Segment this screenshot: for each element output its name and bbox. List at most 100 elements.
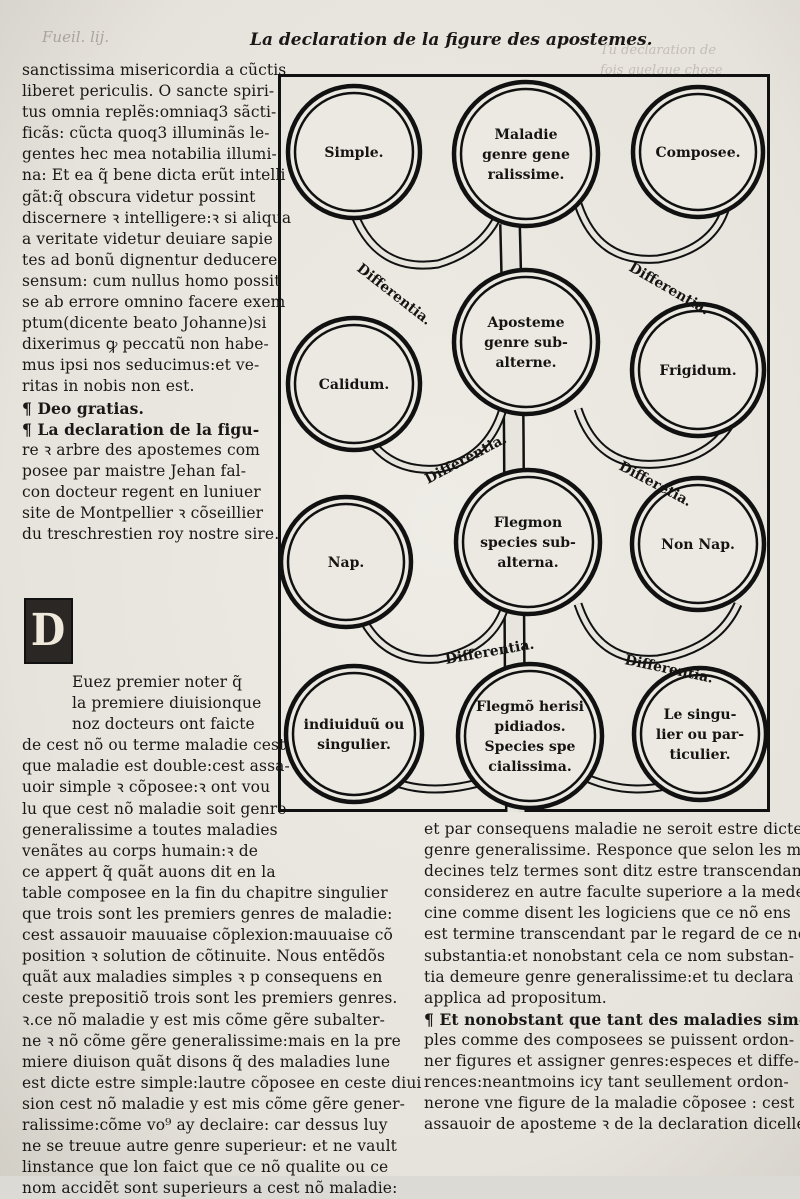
text-line: gentes hec mea notabilia illumi-: [22, 145, 277, 164]
text-line: de cest nõ ou terme maladie cest: [22, 736, 286, 755]
text-line: tes ad bonũ dignentur deducere: [22, 250, 278, 269]
node-circle-inner: [637, 309, 759, 431]
branch-arc-fill: [345, 193, 506, 268]
node-label-flegmo-herisi: Flegmõ herisi: [476, 698, 584, 715]
node-label-flegmo-herisi: Species spe: [485, 739, 576, 755]
node-circle-inner: [639, 673, 761, 795]
node-circle-inner: [638, 92, 758, 212]
node-label-nap: Nap.: [328, 555, 365, 571]
node-label-flegmo-herisi: pidiados.: [494, 719, 565, 735]
node-label-flegmon: alterna.: [497, 555, 558, 571]
text-line: uoir simple ꝛ cõposee:ꝛ ont vou: [22, 778, 271, 797]
text-line: sensum: cum nullus homo possit: [22, 271, 281, 290]
text-line: ne se treuue autre genre superieur: et n…: [22, 1137, 397, 1156]
text-line: site de Montpellier ꝛ cõseillier: [22, 503, 264, 522]
text-line: posee par maistre Jehan fal-: [22, 461, 247, 480]
node-circle-outer: [455, 661, 605, 811]
node-circle-inner: [463, 669, 597, 803]
text-line: discernere ꝛ intelligere:ꝛ si aliqua: [22, 208, 292, 227]
text-line: mus ipsi nos seducimus:et ve-: [22, 356, 260, 375]
node-circle-outer: [285, 83, 423, 221]
node-label-le-singulier: Le singu-: [664, 707, 737, 723]
text-line: ficãs: cũcta quoq3 illuminãs le-: [22, 124, 270, 143]
node-label-aposteme: alterne.: [495, 355, 556, 371]
text-line: et par consequens maladie ne seroit estr…: [424, 820, 800, 838]
text-line: est termine transcendant par le regard d…: [424, 925, 800, 944]
node-label-root: Maladie: [495, 127, 558, 143]
node-label-le-singulier: lier ou par-: [656, 727, 744, 743]
node-circle-inner: [293, 323, 415, 445]
text-line: ples comme des composees se puissent ord…: [424, 1030, 795, 1049]
text-line: con docteur regent en luniuer: [22, 482, 261, 501]
node-label-individu: singulier.: [317, 737, 391, 753]
text-line: ralissime:cõme vo⁹ ay declaire: car dess…: [22, 1115, 388, 1134]
text-line: du treschrestien roy nostre sire.: [22, 525, 280, 544]
text-line: sion cest nõ maladie y est mis cõme gẽre…: [22, 1094, 405, 1113]
node-label-flegmon: Flegmon: [494, 515, 562, 531]
text-line: re ꝛ arbre des apostemes com: [22, 440, 260, 459]
text-line: ceste prepositiõ trois sont les premiers…: [22, 989, 398, 1008]
node-circle-outer: [629, 475, 767, 613]
node-circle-inner: [637, 483, 759, 605]
text-line: table composee en la fin du chapitre sin…: [22, 883, 388, 902]
node-label-calidum: Calidum.: [319, 377, 390, 393]
text-line: genre generalissime. Responce que selon …: [424, 841, 800, 860]
node-label-root: ralissime.: [488, 167, 565, 183]
text-line: cine comme disent les logiciens que ce n…: [424, 904, 791, 923]
text-line: venãtes au corps humain:ꝛ de: [22, 841, 259, 860]
text-line: position ꝛ solution de cõtinuite. Nous e…: [22, 947, 386, 966]
node-label-frigidum: Frigidum.: [659, 363, 736, 379]
text-line: tia demeure genre generalissime:et tu de…: [424, 967, 800, 986]
text-line: tus omnia replẽs:omniaq3 sãcti-: [22, 103, 277, 122]
node-circle-outer: [283, 663, 425, 805]
text-line: gãt:q̃ obscura videtur possint: [22, 187, 256, 206]
node-label-aposteme: Aposteme: [487, 315, 565, 331]
node-circle-outer: [631, 665, 769, 803]
branch-arc-fill: [575, 602, 741, 662]
node-circle-outer: [285, 315, 423, 453]
text-line: ritas in nobis non est.: [22, 377, 195, 396]
branch-arc: [573, 602, 743, 664]
node-label-flegmo-herisi: cialissima.: [488, 759, 571, 775]
text-line: dixerimus ꝙ peccatũ non habe-: [22, 335, 269, 354]
text-line: que trois sont les premiers genres de ma…: [22, 905, 393, 924]
text-line: nom accidẽt sont superieurs a cest nõ ma…: [22, 1179, 398, 1198]
node-circle-outer: [630, 84, 766, 220]
text-line: generalissime a toutes maladies: [22, 820, 278, 839]
node-label-root: genre gene: [482, 147, 570, 163]
branch-arc-fill: [575, 198, 731, 262]
node-label-individu: indiuiduũ ou: [304, 716, 405, 733]
text-line: liberet periculis. O sancte spiri-: [22, 82, 275, 101]
node-circle-inner: [459, 87, 593, 221]
text-line: ner figures et assigner genres:especes e…: [424, 1052, 800, 1071]
node-circle-outer: [451, 79, 601, 229]
text-line: se ab errore omnino facere exem: [22, 293, 286, 312]
node-label-aposteme: genre sub-: [484, 335, 568, 351]
text-line: rences:neantmoins icy tant seullement or…: [424, 1073, 789, 1092]
node-label-le-singulier: ticulier.: [670, 747, 731, 763]
branch-arc-fill: [575, 408, 741, 467]
text-line: ptum(dicente beato Johanne)si: [22, 314, 267, 333]
node-circle-inner: [459, 275, 593, 409]
node-circle-inner: [461, 475, 595, 609]
text-line: miere diuison quãt disons q̃ des maladie…: [22, 1052, 391, 1071]
node-circle-outer: [451, 267, 601, 417]
node-label-composee: Composee.: [656, 145, 741, 161]
decorated-initial: D: [24, 598, 73, 664]
text-line: a veritate videtur deuiare sapie: [22, 229, 273, 248]
text-line: ¶ La declaration de la figu-: [22, 419, 260, 439]
node-label-flegmon: species sub-: [480, 535, 576, 551]
text-line: assauoir de aposteme ꝛ de la declaration…: [424, 1115, 800, 1134]
branch-arc-fill: [353, 603, 509, 662]
text-line: ne ꝛ nõ cõme gẽre generalissime:mais en …: [22, 1031, 401, 1050]
text-line: la premiere diuisionque: [72, 694, 262, 713]
text-line: decines telz termes sont ditz estre tran…: [424, 862, 800, 881]
text-line: est dicte estre simple:lautre cõposee en…: [22, 1073, 422, 1092]
right-column-bottom: et par consequens maladie ne seroit estr…: [424, 819, 800, 1135]
text-line: ¶ Et nonobstant que tant des maladies si…: [424, 1009, 800, 1029]
text-line: substantia:et nonobstant cela ce nom sub…: [424, 946, 795, 965]
text-line: nerone vne figure de la maladie cõposee …: [424, 1094, 795, 1113]
